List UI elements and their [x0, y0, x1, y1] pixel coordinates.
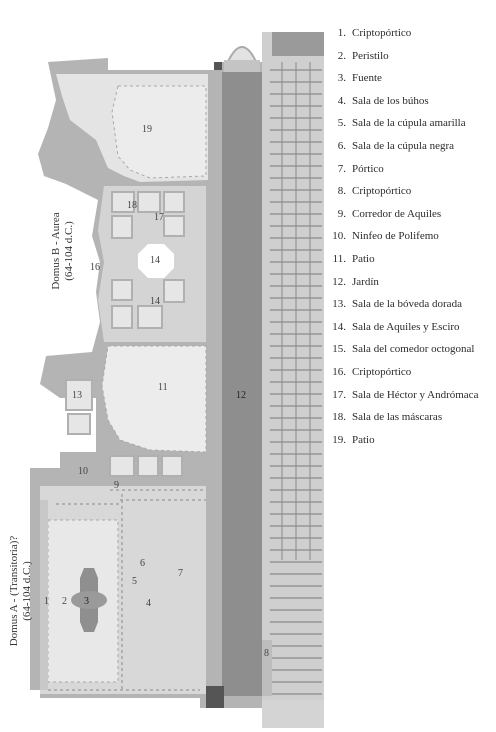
legend-item: 11. Patio — [326, 248, 492, 271]
room-label-4: 4 — [146, 598, 151, 609]
legend-label: Sala del comedor octogonal — [352, 343, 475, 356]
dark-mark-top — [214, 62, 222, 70]
legend-number: 7. — [337, 162, 346, 175]
legend-number: 18. — [332, 411, 346, 424]
room-label-8: 8 — [264, 648, 269, 659]
dashed-walls — [48, 489, 206, 691]
legend-item: 16. Criptopórtico — [326, 361, 492, 384]
patio-19 — [111, 85, 207, 179]
room-label-3: 3 — [84, 596, 89, 607]
legend-label: Patio — [352, 252, 375, 265]
legend-item: 19. Patio — [326, 429, 492, 452]
legend-item: 3. Fuente — [326, 67, 492, 90]
legend-number: 3. — [337, 72, 346, 85]
colonnade-verticals — [281, 62, 311, 560]
legend-item: 6. Sala de la cúpula negra — [326, 135, 492, 158]
room-label-2: 2 — [62, 596, 67, 607]
room-label-1: 1 — [44, 596, 49, 607]
legend-number: 13. — [332, 298, 346, 311]
room-label-17: 17 — [154, 212, 164, 223]
legend-label: Sala de la cúpula negra — [352, 139, 455, 152]
legend-label: Sala de Héctor y Andrómaca — [352, 388, 479, 401]
legend-item: 12. Jardín — [326, 271, 492, 294]
east-wall — [262, 32, 324, 728]
legend-label: Criptopórtico — [352, 365, 412, 378]
legend-number: 11. — [332, 252, 346, 265]
room-label-5: 5 — [132, 576, 137, 587]
legend-item: 7. Pórtico — [326, 158, 492, 181]
legend-item: 18. Sala de las máscaras — [326, 406, 492, 429]
legend-number: 15. — [332, 343, 346, 356]
legend-item: 5. Sala de la cúpula amarilla — [326, 112, 492, 135]
legend-number: 2. — [337, 49, 346, 62]
legend: 1. Criptopórtico 2. Peristilo 3. Fuente 4. S… — [326, 22, 492, 451]
room-label-11: 11 — [158, 382, 168, 393]
room-label-12: 12 — [236, 390, 246, 401]
east-wall-hatch — [272, 32, 324, 56]
room-label-6: 6 — [140, 558, 145, 569]
patio-11 — [101, 345, 207, 453]
room-label-9: 9 — [114, 480, 119, 491]
domus-a-dates: (64-104 d.C.) — [21, 561, 33, 621]
legend-item: 2. Peristilo — [326, 45, 492, 68]
legend-label: Sala de la bóveda dorada — [352, 298, 462, 311]
criptoportico-8 — [262, 640, 272, 696]
room-label-16: 16 — [90, 262, 100, 273]
legend-label: Fuente — [352, 72, 382, 85]
legend-item: 8. Criptopórtico — [326, 180, 492, 203]
fountain-basin — [71, 591, 107, 609]
legend-label: Pórtico — [352, 162, 384, 175]
room-label-14: 14 — [150, 296, 160, 307]
dome-base — [224, 60, 260, 72]
legend-number: 1. — [337, 27, 346, 39]
legend-item: 10. Ninfeo de Polifemo — [326, 225, 492, 248]
legend-label: Sala de las máscaras — [352, 411, 443, 424]
domus-b-dates: (64-104 d.C.) — [63, 221, 75, 281]
legend-number: 12. — [332, 275, 346, 288]
domus-a-title: Domus A - (Transitoria)? — [8, 535, 20, 647]
room-label-13: 13 — [72, 390, 82, 401]
criptoportico-1 — [40, 500, 48, 690]
legend-item: 14. Sala de Aquiles y Esciro — [326, 316, 492, 339]
domus-b-label: Domus B - Aurea (64-104 d.C.) — [50, 196, 76, 306]
domus-a-label: Domus A - (Transitoria)? (64-104 d.C.) — [8, 526, 34, 656]
legend-number: 5. — [337, 117, 346, 130]
legend-label: Corredor de Aquiles — [352, 207, 442, 220]
garden-12 — [222, 72, 262, 696]
stair-block — [206, 686, 224, 708]
legend-label: Criptopórtico — [352, 27, 412, 39]
legend-label: Sala de Aquiles y Esciro — [352, 320, 460, 333]
legend-label: Sala de la cúpula amarilla — [352, 117, 466, 130]
domus-b-title: Domus B - Aurea — [50, 212, 62, 290]
legend-label: Criptopórtico — [352, 185, 412, 198]
legend-item: 17. Sala de Héctor y Andrómaca — [326, 384, 492, 407]
legend-number: 4. — [337, 94, 346, 107]
legend-label: Patio — [352, 433, 375, 446]
legend-item: 15. Sala del comedor octogonal — [326, 338, 492, 361]
legend-item: 9. Corredor de Aquiles — [326, 203, 492, 226]
legend-number: 19. — [332, 433, 346, 446]
legend-label: Ninfeo de Polifemo — [352, 230, 439, 243]
legend-number: 6. — [337, 139, 346, 152]
legend-number: 9. — [337, 207, 346, 220]
legend-number: 8. — [337, 185, 346, 198]
legend-item: 4. Sala de los búhos — [326, 90, 492, 113]
legend-number: 10. — [332, 230, 346, 243]
legend-number: 16. — [332, 365, 346, 378]
room-label-14-octagon: 14 — [150, 255, 160, 266]
legend-label: Peristilo — [352, 49, 389, 62]
legend-item: 1. Criptopórtico — [326, 22, 492, 45]
lower-strip — [262, 700, 324, 728]
room-label-19: 19 — [142, 124, 152, 135]
legend-number: 14. — [332, 320, 346, 333]
legend-item: 13. Sala de la bóveda dorada — [326, 293, 492, 316]
room-label-10: 10 — [78, 466, 88, 477]
room-label-18: 18 — [127, 200, 137, 211]
octagonal-hall — [138, 244, 174, 278]
room-label-7: 7 — [178, 568, 183, 579]
legend-label: Jardín — [352, 275, 379, 288]
legend-number: 17. — [332, 388, 346, 401]
legend-label: Sala de los búhos — [352, 94, 429, 107]
